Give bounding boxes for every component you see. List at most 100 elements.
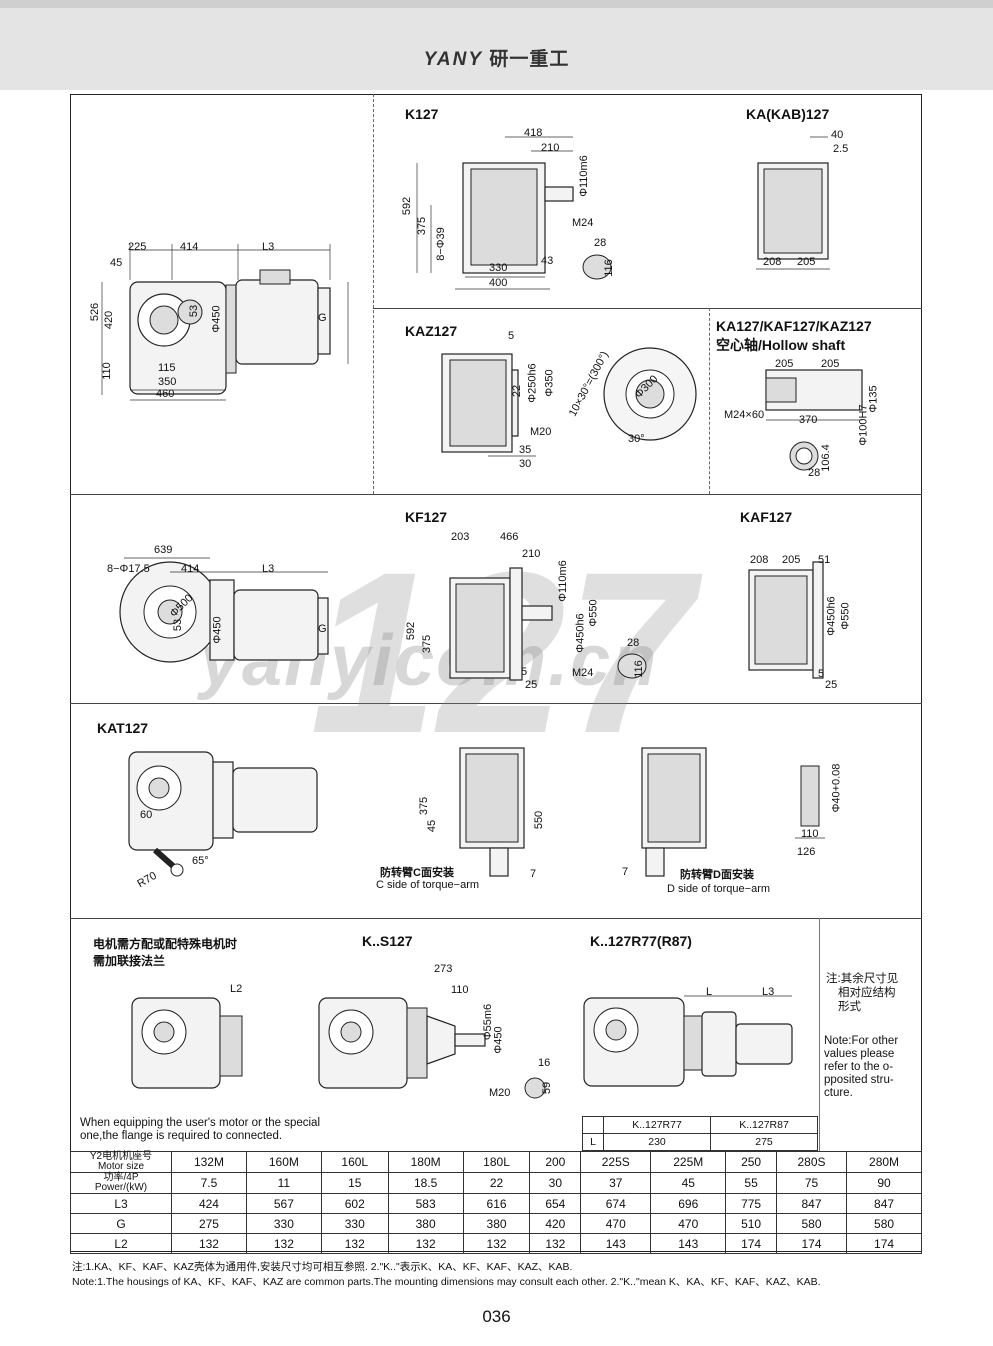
table-cell: 330 <box>245 1213 322 1234</box>
brand-logo-en: YANY <box>423 49 484 70</box>
table-cell: 616 <box>462 1193 531 1214</box>
kat127-pin-drawing <box>795 765 825 839</box>
dim-kf127-466: 466 <box>500 531 519 543</box>
dim-ks-16: 16 <box>538 1057 551 1069</box>
table-cell: 280M <box>846 1151 922 1173</box>
brand-header: YANY 研一重工 <box>0 44 993 71</box>
dim-kf127-25: 25 <box>525 679 538 691</box>
dim-kf127-5: 5 <box>521 666 528 678</box>
flange-note-cn-2: 需加联接法兰 <box>93 954 166 968</box>
table-cell: 225S <box>580 1151 652 1173</box>
dim-ka-208: 208 <box>763 256 782 268</box>
dim-kf127-550: Φ550 <box>587 599 600 627</box>
table-row: L3 424 567 602 583 616 654 674 696 775 8… <box>70 1193 922 1214</box>
dim-ks-273: 273 <box>434 963 453 975</box>
dim-main-53: 53 <box>188 304 201 318</box>
dim-k127-116: 116 <box>602 259 615 277</box>
kaf127-drawing <box>748 561 824 679</box>
side-note-en-line: cture. <box>824 1087 853 1099</box>
row-header: G <box>70 1213 172 1234</box>
dim-kat-40: Φ40+0.08 <box>830 763 843 813</box>
dim-hollow-205b: 205 <box>821 358 840 370</box>
table-cell: 75 <box>775 1172 848 1194</box>
kat127-c-side-drawing <box>459 747 525 877</box>
table-cell: 330 <box>320 1213 389 1234</box>
torque-d-en: D side of torque−arm <box>667 883 771 895</box>
dim-k127-330: 330 <box>489 262 508 274</box>
dim-kaz-angle-30: 30° <box>628 433 645 445</box>
dim-main-460: 460 <box>156 388 175 400</box>
table-cell: 132 <box>171 1233 247 1254</box>
table-row: L2 132 132 132 132 132 132 143 143 174 1… <box>70 1233 922 1254</box>
row-header: L2 <box>70 1233 172 1254</box>
table-cell: 580 <box>846 1213 922 1234</box>
dim-k127-400: 400 <box>489 277 508 289</box>
ka127-drawing <box>756 136 830 270</box>
table-cell: 275 <box>171 1213 247 1234</box>
dim-kaz-250h6: Φ250h6 <box>526 363 539 403</box>
dim-k127-43: 43 <box>541 255 554 267</box>
dim-kaf-450h6: Φ450h6 <box>825 596 838 636</box>
dim-hollow-205a: 205 <box>775 358 794 370</box>
kat127-d-side-drawing <box>641 747 707 877</box>
dim-kf-8-17-5: 8−Φ17.5 <box>107 563 150 575</box>
hollow-shaft-drawing <box>765 369 863 471</box>
table-cell: 420 <box>529 1213 582 1234</box>
dim-k127-110m6: Φ110m6 <box>577 155 590 197</box>
dim-ka-2-5: 2.5 <box>833 143 849 155</box>
table-cell: 602 <box>320 1193 389 1214</box>
table-cell: 7.5 <box>171 1172 247 1194</box>
table-cell: 37 <box>580 1172 652 1194</box>
k127r77-drawing <box>583 995 793 1087</box>
dim-main-115: 115 <box>158 362 176 374</box>
side-note-cn-line: 相对应结构 <box>838 987 896 999</box>
table-cell: 11 <box>245 1172 322 1194</box>
divider <box>70 918 922 919</box>
dim-kat-110: 110 <box>801 828 819 840</box>
dim-ka-40: 40 <box>831 129 844 141</box>
table-cell: 30 <box>529 1172 582 1194</box>
side-note-en: Note:For other values please refer to th… <box>824 1035 898 1100</box>
side-note-cn-line: 形式 <box>838 1001 861 1013</box>
section-title-kat127: KAT127 <box>97 720 149 736</box>
side-note-en-line: pposited stru- <box>824 1074 894 1086</box>
main-k127-drawing <box>101 244 349 401</box>
divider <box>709 308 710 494</box>
sub-table-head: K..127R87 <box>710 1116 818 1134</box>
table-cell: 15 <box>320 1172 389 1194</box>
table-cell: 583 <box>387 1193 464 1214</box>
table-cell: 174 <box>725 1233 777 1254</box>
dim-kat-7a: 7 <box>530 868 537 880</box>
dim-hollow-100H7: Φ100H7 <box>857 404 870 446</box>
dim-main-350: 350 <box>158 376 177 388</box>
table-cell: 380 <box>387 1213 464 1234</box>
table-cell: 45 <box>650 1172 727 1194</box>
dim-kaf-550: Φ550 <box>839 602 852 630</box>
kf127-front-drawing <box>449 567 647 681</box>
dim-kf-G: G <box>318 623 327 635</box>
kf127-side-drawing <box>119 557 329 663</box>
table-cell: 424 <box>171 1193 247 1214</box>
dim-main-225: 225 <box>128 241 147 253</box>
dim-kaf-205: 205 <box>782 554 801 566</box>
equip-note-line: When equipping the user's motor or the s… <box>80 1117 320 1129</box>
divider <box>70 703 922 704</box>
divider <box>373 94 374 494</box>
table-row: G 275 330 330 380 380 420 470 470 510 58… <box>70 1213 922 1234</box>
sub-table-head: K..127R77 <box>603 1116 711 1134</box>
dim-kf-414: 414 <box>181 563 200 575</box>
dim-k127-592: 592 <box>401 196 414 216</box>
k127-front-drawing <box>416 136 612 290</box>
table-cell: 160L <box>320 1151 389 1173</box>
dim-kf-450: Φ450 <box>211 616 224 644</box>
dim-kaz-5: 5 <box>508 330 515 342</box>
section-title-ks127: K..S127 <box>362 933 413 949</box>
dim-kaf-25: 25 <box>825 679 838 691</box>
side-note-cn: 注:其余尺寸见 相对应结构 形式 <box>826 972 898 1014</box>
dim-kaf-5: 5 <box>818 668 825 680</box>
dim-flange-L2: L2 <box>230 983 243 995</box>
kat127-drawing <box>128 751 318 877</box>
dim-k127-M24: M24 <box>572 217 594 229</box>
